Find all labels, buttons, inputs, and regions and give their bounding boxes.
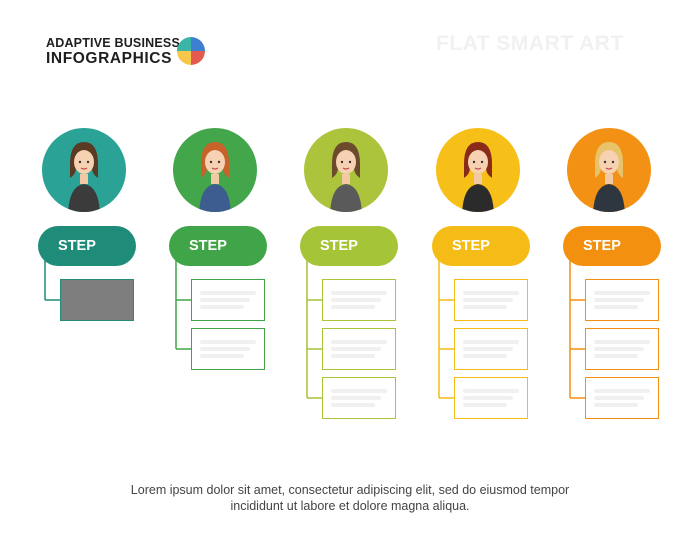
step-text-box <box>585 328 659 370</box>
person-avatar-icon <box>42 128 126 212</box>
placeholder-text-line <box>331 340 387 344</box>
placeholder-text-line <box>594 340 650 344</box>
watermark: FLAT SMART ART <box>436 32 624 55</box>
placeholder-text-line <box>331 347 381 351</box>
step-text-box <box>191 279 265 321</box>
placeholder-text-line <box>594 305 638 309</box>
placeholder-text-line <box>200 305 244 309</box>
connector-path <box>175 256 191 350</box>
connector-path <box>306 256 322 399</box>
step-text-box <box>322 279 396 321</box>
placeholder-text-line <box>463 340 519 344</box>
step-text-box <box>322 328 396 370</box>
placeholder-text-line <box>463 291 519 295</box>
step-text-box <box>60 279 134 321</box>
description: Lorem ipsum dolor sit amet, consectetur … <box>0 482 700 514</box>
placeholder-text-line <box>594 389 650 393</box>
connector-lines <box>175 256 191 350</box>
placeholder-text-line <box>594 347 644 351</box>
step-text-box <box>454 328 528 370</box>
placeholder-text-line <box>200 291 256 295</box>
placeholder-text-line <box>331 396 381 400</box>
placeholder-text-line <box>463 389 519 393</box>
step-text-box <box>454 279 528 321</box>
logo-slice <box>177 51 191 65</box>
connector-path <box>569 256 585 399</box>
connector-lines <box>306 256 322 399</box>
connector-path <box>438 256 454 399</box>
placeholder-text-line <box>331 291 387 295</box>
placeholder-text-line <box>594 403 638 407</box>
step-text-box <box>585 279 659 321</box>
step-text-box <box>191 328 265 370</box>
step-text-box <box>454 377 528 419</box>
person-avatar-icon <box>173 128 257 212</box>
logo-slice <box>191 51 205 65</box>
logo-slice <box>191 37 205 51</box>
placeholder-text-line <box>594 298 644 302</box>
person-avatar-icon <box>436 128 520 212</box>
placeholder-text-line <box>463 396 513 400</box>
placeholder-text-line <box>331 305 375 309</box>
header: ADAPTIVE BUSINESS INFOGRAPHICS <box>46 36 180 68</box>
placeholder-text-line <box>331 403 375 407</box>
placeholder-text-line <box>594 291 650 295</box>
step-text-box <box>585 377 659 419</box>
placeholder-text-line <box>594 396 644 400</box>
placeholder-text-line <box>200 354 244 358</box>
step-pill: STEP <box>38 226 136 266</box>
step-column: STEP <box>38 0 168 547</box>
placeholder-text-line <box>200 340 256 344</box>
placeholder-text-line <box>331 298 381 302</box>
person-avatar-icon <box>304 128 388 212</box>
connector-lines <box>569 256 585 399</box>
step-pill: STEP <box>300 226 398 266</box>
description-line2: incididunt ut labore et dolore magna ali… <box>230 499 470 513</box>
step-pill: STEP <box>432 226 530 266</box>
header-title-line1: ADAPTIVE BUSINESS <box>46 36 180 50</box>
placeholder-text-line <box>463 403 507 407</box>
placeholder-text-line <box>200 298 250 302</box>
logo-slice <box>177 37 191 51</box>
placeholder-text-line <box>463 298 513 302</box>
header-title-line2: INFOGRAPHICS <box>46 50 173 67</box>
step-column: STEP <box>300 0 430 547</box>
step-column: STEP <box>563 0 693 547</box>
placeholder-text-line <box>594 354 638 358</box>
pie-logo-icon <box>177 37 205 65</box>
placeholder-text-line <box>463 354 507 358</box>
description-line1: Lorem ipsum dolor sit amet, consectetur … <box>130 483 570 497</box>
person-avatar-icon <box>567 128 651 212</box>
step-pill: STEP <box>563 226 661 266</box>
connector-lines <box>438 256 454 399</box>
placeholder-text-line <box>331 389 387 393</box>
placeholder-text-line <box>463 347 513 351</box>
step-text-box <box>322 377 396 419</box>
step-column: STEP <box>169 0 299 547</box>
connector-lines <box>44 256 60 301</box>
placeholder-text-line <box>200 347 250 351</box>
placeholder-text-line <box>463 305 507 309</box>
step-pill: STEP <box>169 226 267 266</box>
step-column: STEP <box>432 0 562 547</box>
placeholder-text-line <box>331 354 375 358</box>
